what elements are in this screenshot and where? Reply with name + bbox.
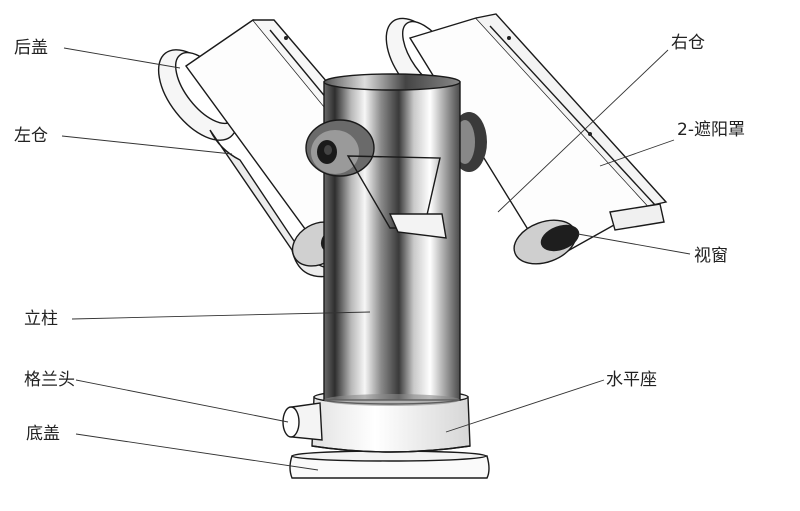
label-horizontal-base: 水平座 — [606, 370, 657, 390]
leader-right-housing — [497, 49, 669, 213]
label-bottom-cover: 底盖 — [26, 424, 60, 444]
label-left-housing: 左仓 — [14, 126, 48, 146]
leader-flange-head — [75, 379, 289, 423]
leader-horizontal-base — [445, 379, 605, 433]
leader-pillar — [71, 311, 371, 320]
bottom-cover-part — [289, 450, 490, 479]
right-housing-part — [385, 13, 668, 265]
label-pillar: 立柱 — [24, 309, 58, 329]
leader-window — [577, 233, 691, 255]
left-sunshade-front — [346, 155, 447, 239]
label-window: 视窗 — [694, 246, 728, 266]
leader-bottom-cover — [75, 433, 319, 471]
label-flange-head: 格兰头 — [24, 370, 75, 390]
leader-lines — [61, 47, 691, 471]
label-right-housing: 右仓 — [671, 33, 705, 53]
label-rear-cover: 后盖 — [14, 38, 48, 58]
left-pivot-collar — [305, 119, 375, 177]
label-sunshade: 2-遮阳罩 — [677, 120, 745, 140]
leader-rear-cover — [63, 47, 181, 69]
leader-sunshade — [599, 139, 675, 167]
leader-left-housing — [61, 135, 233, 155]
cable-gland-part — [282, 402, 323, 441]
